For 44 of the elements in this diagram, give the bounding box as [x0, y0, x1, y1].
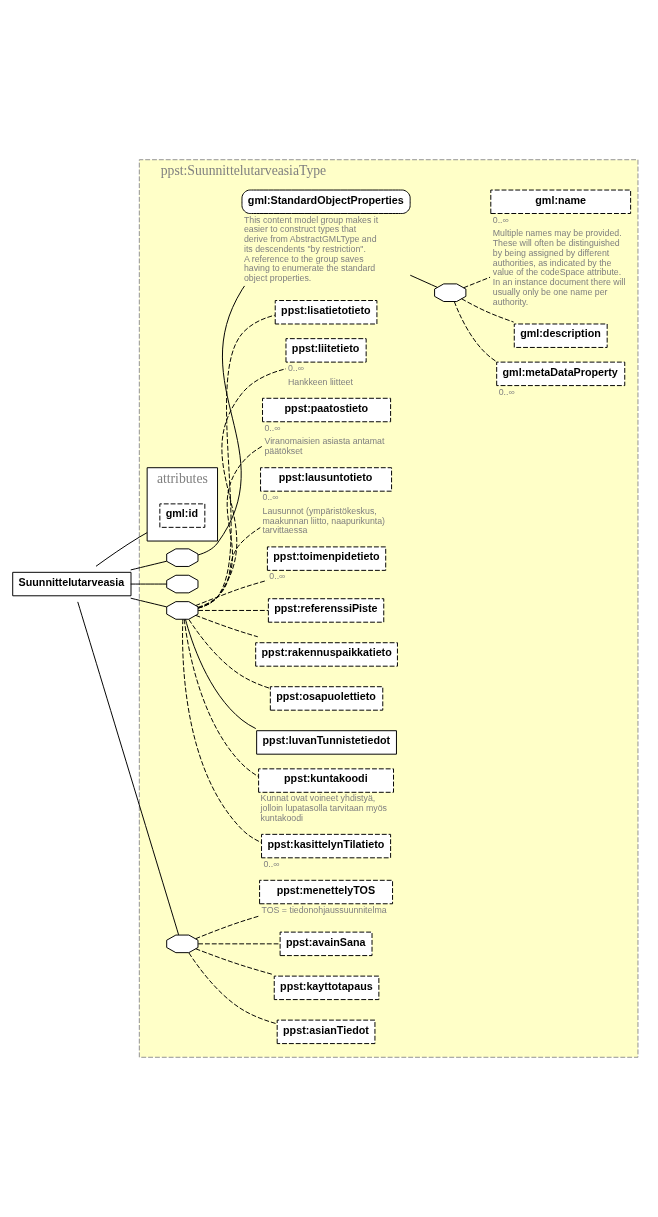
- connector: [185, 618, 257, 730]
- connector: [195, 579, 268, 606]
- connector: [130, 560, 168, 571]
- connector: [197, 368, 287, 609]
- connector: [461, 298, 515, 323]
- connector: [409, 274, 438, 288]
- node-label: Lausunnot (ympäristökeskus, maakunnan liitto, naapurikunta) tarvittaessa: [262, 505, 386, 536]
- connector: [130, 583, 168, 585]
- node-label: 0..∞: [263, 858, 280, 869]
- node-label: This content model group makes it easier to construct types that derive from AbstractGMLType and its descendents "by restriction". A reference to the group saves having to enumerate the standard object properties.: [243, 214, 379, 284]
- connector: [188, 952, 278, 1025]
- node-label: 0..∞: [269, 571, 286, 582]
- node-octagon: [166, 601, 199, 620]
- node-octagon: [166, 574, 199, 594]
- connector: [463, 276, 491, 289]
- node-label: Hankkeen liitteet: [287, 376, 353, 387]
- node-octagon: [166, 934, 199, 954]
- connector: [95, 532, 148, 567]
- connector: [77, 601, 180, 936]
- connector: [182, 618, 262, 844]
- connector: [197, 527, 261, 608]
- connector: [183, 618, 259, 778]
- node-label: Multiple names may be provided. These will often be distinguished by being assigned by different authorities, as indicated by the value of the codeSpace attribute. In an instance document there will usually only be one name per authority.: [492, 228, 626, 307]
- node-label: Viranomaisien asiasta antamat päätökset: [264, 436, 385, 457]
- connector: [188, 619, 271, 689]
- node-octagon: [434, 283, 467, 302]
- node-label: 0..∞: [498, 386, 515, 397]
- connector: [197, 285, 246, 556]
- connector: [130, 597, 168, 608]
- connector: [197, 609, 269, 611]
- node-label: TOS = tiedonohjaussuunnitelma: [261, 904, 387, 915]
- connector: [197, 314, 276, 609]
- connector: [197, 445, 263, 609]
- node-label: 0..∞: [262, 492, 279, 503]
- node-label: 0..∞: [264, 422, 281, 433]
- connector: [453, 301, 498, 363]
- connector: [195, 948, 274, 976]
- node-label: 0..∞: [287, 363, 304, 374]
- node-octagon: [166, 548, 199, 567]
- connector: [197, 943, 281, 945]
- connector: [195, 614, 259, 638]
- connector: [195, 915, 261, 940]
- node-label: Kunnat ovat voineet yhdistyä, jolloin lupatasolla tarvitaan myös kuntakoodi: [260, 793, 387, 823]
- node-label: 0..∞: [492, 214, 509, 225]
